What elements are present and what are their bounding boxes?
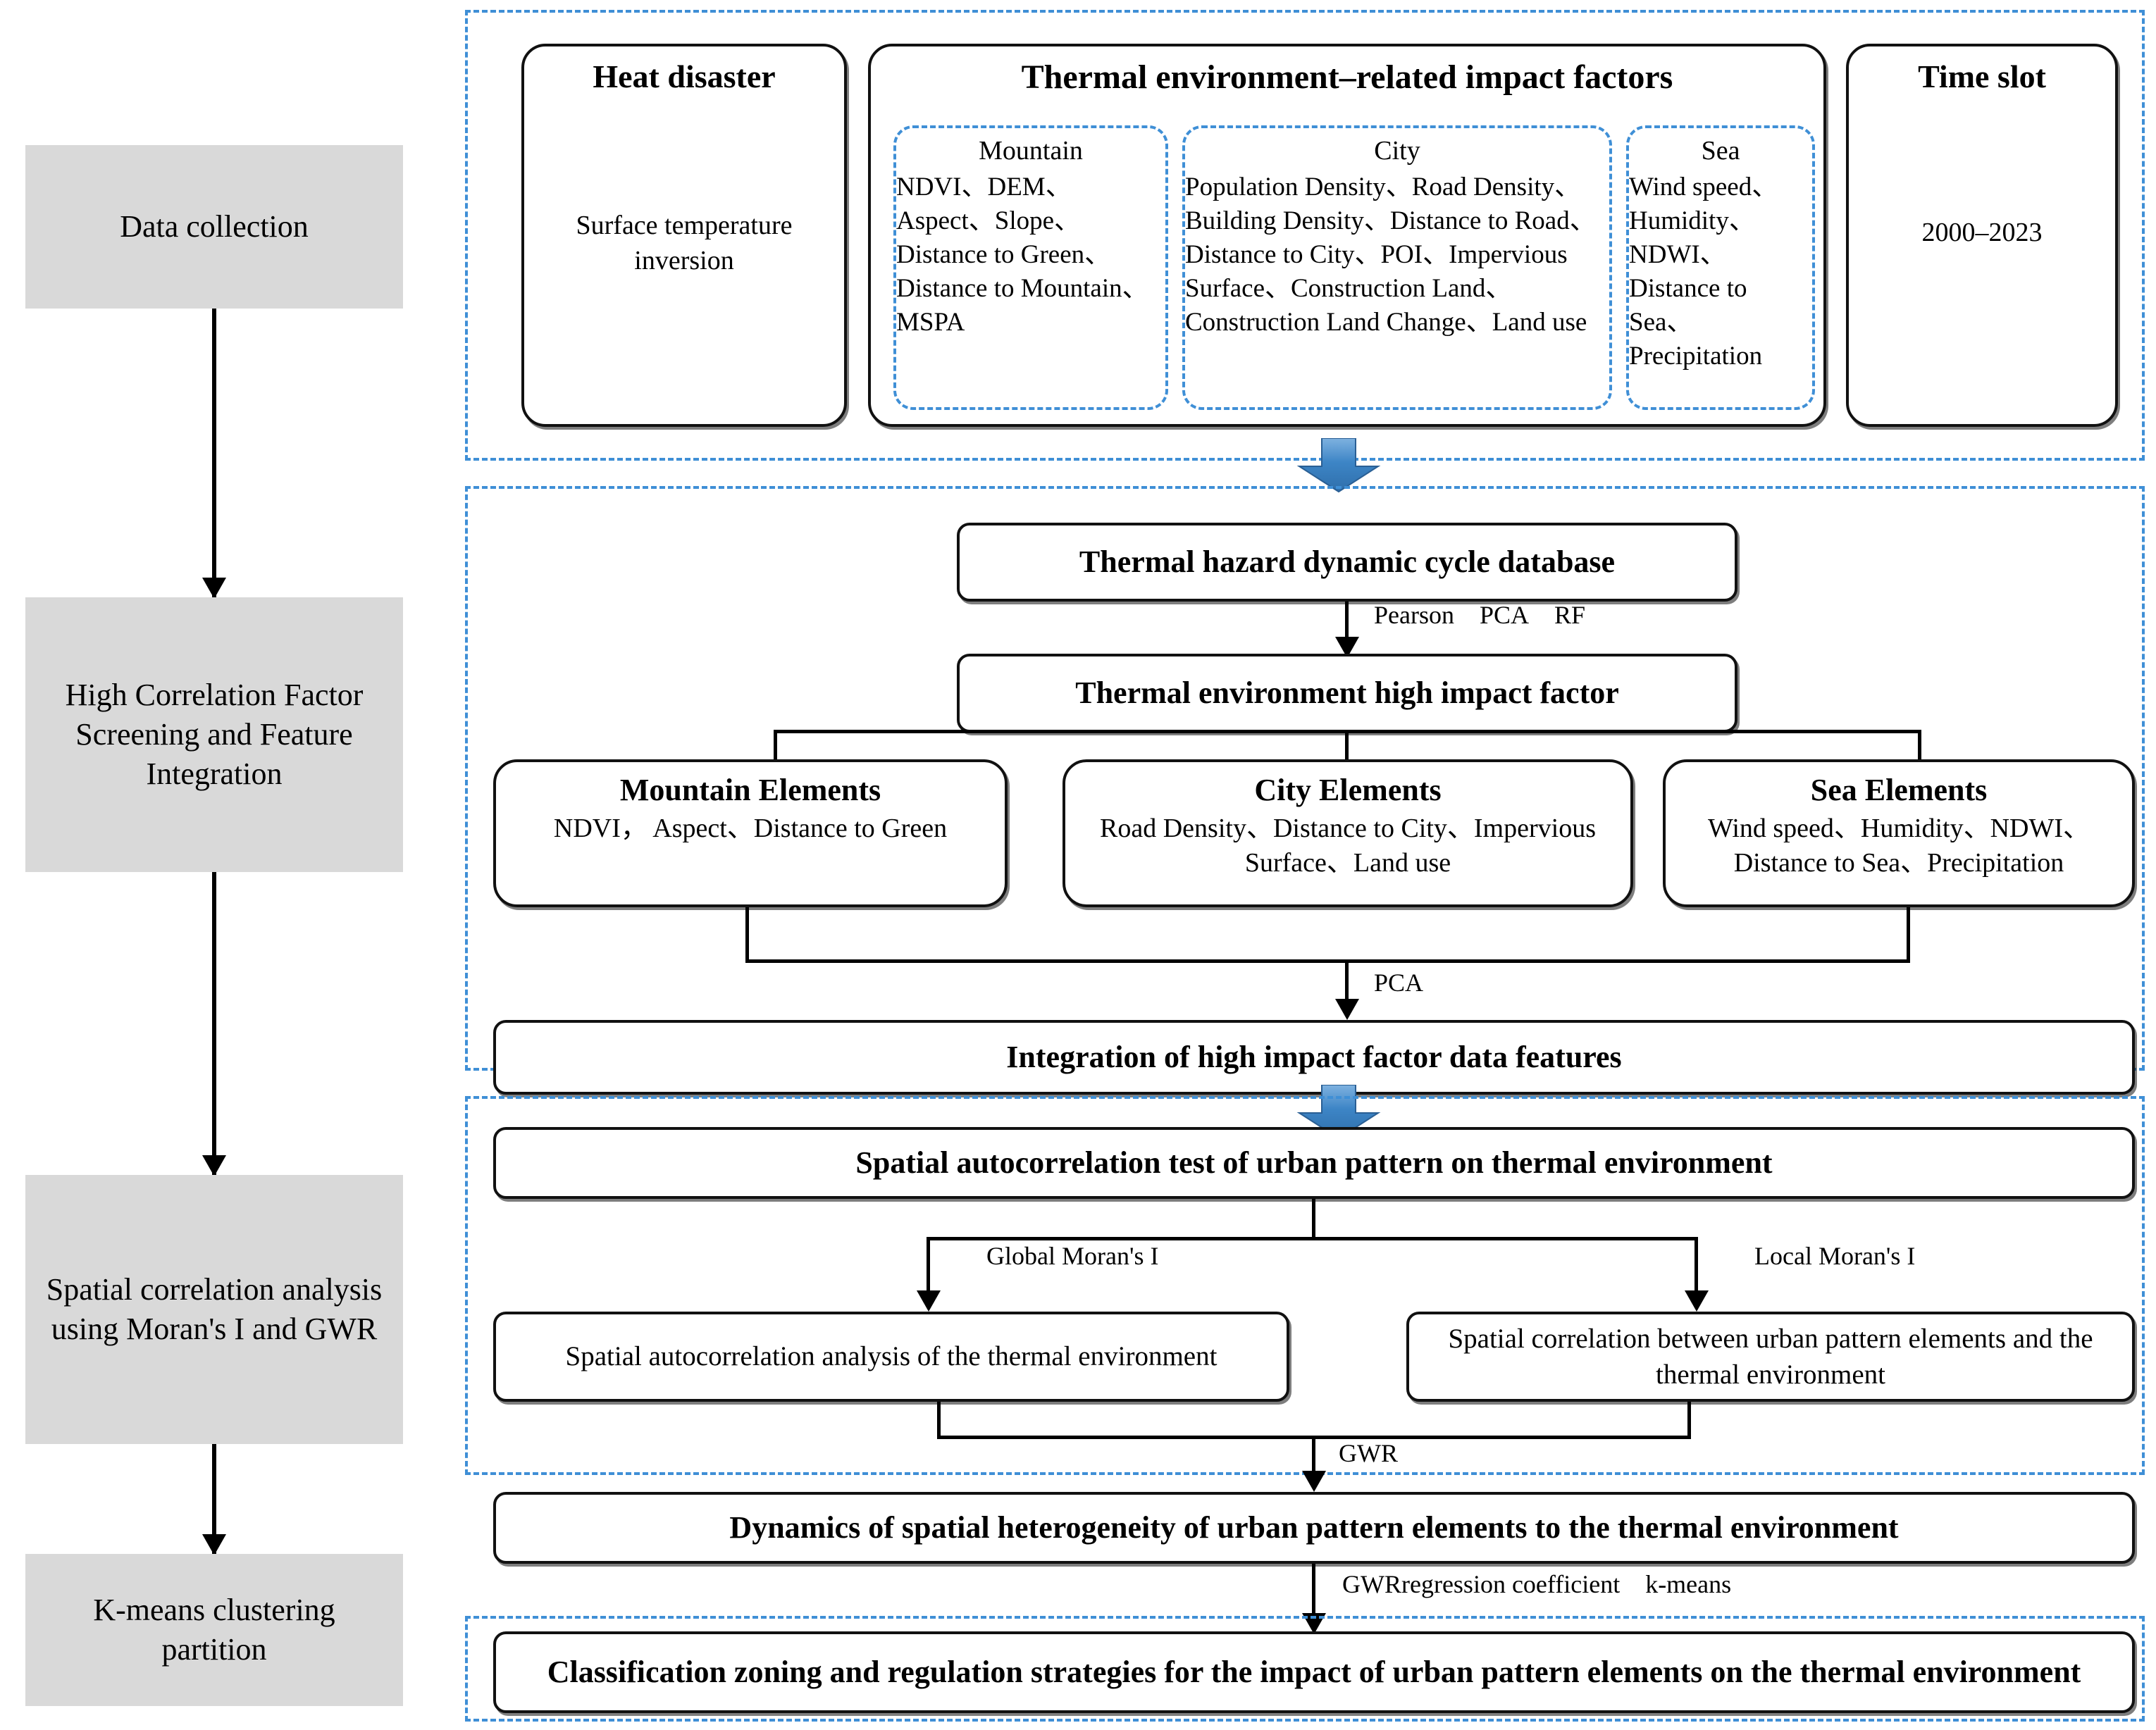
box-heat-disaster: Heat disaster Surface temperature invers… (521, 44, 847, 427)
connector-to-global-moran (927, 1237, 930, 1293)
box-mountain-elements: Mountain Elements NDVI， Aspect、Distance … (493, 759, 1008, 907)
group-items: Population Density、Road Density、Building… (1185, 173, 1596, 337)
box-time-slot: Time slot 2000–2023 (1846, 44, 2118, 427)
box-sea-elements: Sea Elements Wind speed、Humidity、NDWI、Di… (1663, 759, 2135, 907)
connector-to-local-moran (1695, 1237, 1698, 1293)
box-label: Thermal environment high impact factor (1075, 676, 1619, 711)
box-label: Integration of high impact factor data f… (1006, 1040, 1622, 1075)
arrowhead-local-moran (1685, 1290, 1709, 1312)
box-body: 2000–2023 (1921, 218, 2043, 248)
stage-label: Data collection (120, 209, 309, 244)
box-title: Thermal environment–related impact facto… (1021, 58, 1673, 96)
box-label: Dynamics of spatial heterogeneity of urb… (729, 1510, 1899, 1545)
edge-label-local-moran: Local Moran's I (1754, 1242, 1916, 1270)
edge-label-global-moran: Global Moran's I (986, 1242, 1159, 1270)
connector-merge-stem (1345, 959, 1349, 1010)
group-title: Sea (1701, 136, 1740, 166)
box-label: Classification zoning and regulation str… (547, 1655, 2081, 1690)
edge-label-pearson: Pearson PCA RF (1374, 601, 1586, 629)
connector-to-final (1312, 1564, 1315, 1630)
stage-arrow-2 (25, 872, 403, 1176)
stage-data-collection: Data collection (25, 145, 403, 309)
box-body: Surface temperature inversion (576, 211, 793, 275)
connector-autocorr-stem (1312, 1199, 1315, 1240)
arrowhead-global-moran (917, 1290, 941, 1312)
box-title: Mountain Elements (619, 773, 881, 807)
stage-arrow-3 (25, 1444, 403, 1555)
connector-merge3-left (937, 1402, 941, 1438)
edge-label-gwr: GWR (1339, 1439, 1398, 1467)
box-dynamics-heterogeneity: Dynamics of spatial heterogeneity of urb… (493, 1492, 2135, 1564)
box-body: Road Density、Distance to City、Impervious… (1100, 813, 1596, 878)
stage-label: High Correlation Factor Screening and Fe… (65, 677, 364, 792)
box-title: City Elements (1254, 773, 1442, 807)
edge-label-kmeans: GWRregression coefficient k-means (1342, 1570, 1732, 1598)
stage-high-correlation: High Correlation Factor Screening and Fe… (25, 597, 403, 872)
panel-data-collection (465, 10, 2145, 461)
box-impact-factors: Thermal environment–related impact facto… (868, 44, 1826, 427)
stage-label: Spatial correlation analysis using Moran… (46, 1271, 383, 1346)
connector-merge-right (1907, 907, 1910, 962)
box-spatial-autocorrelation-test: Spatial autocorrelation test of urban pa… (493, 1127, 2135, 1199)
box-label: Spatial autocorrelation test of urban pa… (855, 1145, 1773, 1181)
edge-label-pca: PCA (1374, 969, 1424, 997)
connector-to-city-elements (1345, 730, 1349, 761)
box-classification-zoning: Classification zoning and regulation str… (493, 1631, 2135, 1713)
box-label: Spatial autocorrelation analysis of the … (565, 1341, 1218, 1372)
box-title: Heat disaster (593, 58, 776, 94)
box-body: NDVI， Aspect、Distance to Green (553, 813, 948, 843)
arrowhead-to-integration (1335, 999, 1359, 1020)
group-sea: Sea Wind speed、Humidity、NDWI、Distance to… (1626, 125, 1815, 410)
stage-arrow-1 (25, 309, 403, 599)
group-mountain: Mountain NDVI、DEM、Aspect、Slope、Distance … (893, 125, 1168, 410)
box-body: Wind speed、Humidity、NDWI、Distance to Sea… (1707, 813, 2090, 878)
block-arrow-down-1 (1296, 438, 1381, 493)
group-items: Wind speed、Humidity、NDWI、Distance to Sea… (1629, 173, 1778, 371)
stage-label: K-means clustering partition (93, 1592, 335, 1667)
box-autocorrelation-analysis: Spatial autocorrelation analysis of the … (493, 1312, 1289, 1402)
box-label: Thermal hazard dynamic cycle database (1079, 544, 1616, 580)
connector-to-sea-elements (1918, 730, 1921, 761)
box-city-elements: City Elements Road Density、Distance to C… (1062, 759, 1633, 907)
connector-to-mountain-elements (774, 730, 777, 761)
box-title: Sea Elements (1810, 773, 1988, 807)
connector-merge3-stem (1312, 1436, 1315, 1482)
connector-merge3-right (1687, 1402, 1691, 1438)
connector-autocorr-bar (927, 1237, 1698, 1240)
group-title: City (1374, 136, 1420, 166)
connector-merge-bar (745, 959, 1910, 963)
block-arrow-down-2 (1296, 1085, 1381, 1140)
box-spatial-correlation-elements: Spatial correlation between urban patter… (1406, 1312, 2135, 1402)
group-city: City Population Density、Road Density、Bui… (1182, 125, 1612, 410)
box-title: Time slot (1918, 58, 2046, 94)
group-items: NDVI、DEM、Aspect、Slope、Distance to Green、… (896, 173, 1148, 337)
box-thermal-hazard-database: Thermal hazard dynamic cycle database (957, 523, 1737, 602)
panel-classification-zoning (465, 1616, 2145, 1722)
box-integration-features: Integration of high impact factor data f… (493, 1020, 2135, 1095)
connector-db-to-high-impact (1345, 602, 1349, 648)
group-title: Mountain (979, 136, 1083, 166)
stage-kmeans-clustering: K-means clustering partition (25, 1554, 403, 1706)
stage-spatial-correlation: Spatial correlation analysis using Moran… (25, 1175, 403, 1444)
box-high-impact-factor: Thermal environment high impact factor (957, 654, 1737, 733)
box-label: Spatial correlation between urban patter… (1448, 1323, 2093, 1390)
connector-merge-left (745, 907, 749, 962)
arrowhead-gwr (1302, 1471, 1326, 1492)
